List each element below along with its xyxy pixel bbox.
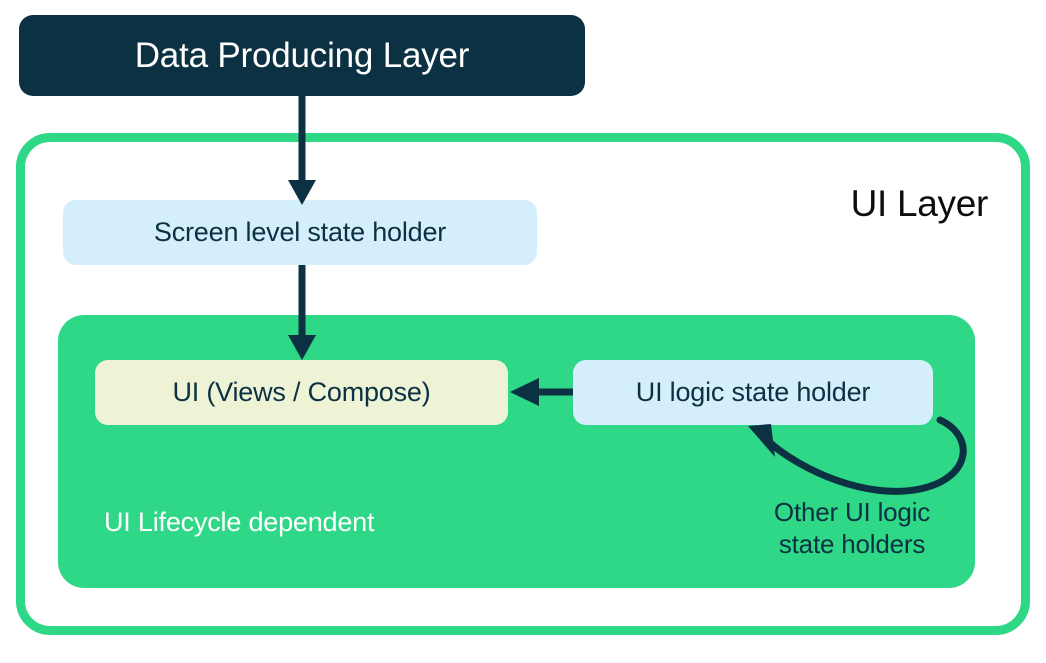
ui-layer-label: UI Layer — [850, 183, 989, 224]
other-ui-logic-state-holders-caption: Other UI logic state holders — [752, 496, 952, 560]
other-ui-logic-state-holders-line-1: Other UI logic — [773, 497, 931, 527]
screen-level-state-holder-node: Screen level state holder — [63, 200, 537, 265]
ui-views-compose-label: UI (Views / Compose) — [172, 377, 431, 407]
screen-level-state-holder-label: Screen level state holder — [153, 217, 447, 247]
ui-logic-state-holder-node: UI logic state holder — [573, 360, 933, 425]
other-ui-logic-state-holders-line-2: state holders — [778, 529, 926, 559]
ui-layer-container — [16, 133, 1030, 635]
data-producing-layer-node: Data Producing Layer — [19, 15, 585, 96]
ui-logic-state-holder-label: UI logic state holder — [635, 377, 871, 407]
data-producing-layer-label: Data Producing Layer — [134, 35, 470, 75]
ui-views-compose-node: UI (Views / Compose) — [95, 360, 508, 425]
ui-lifecycle-dependent-label: UI Lifecycle dependent — [104, 507, 375, 537]
